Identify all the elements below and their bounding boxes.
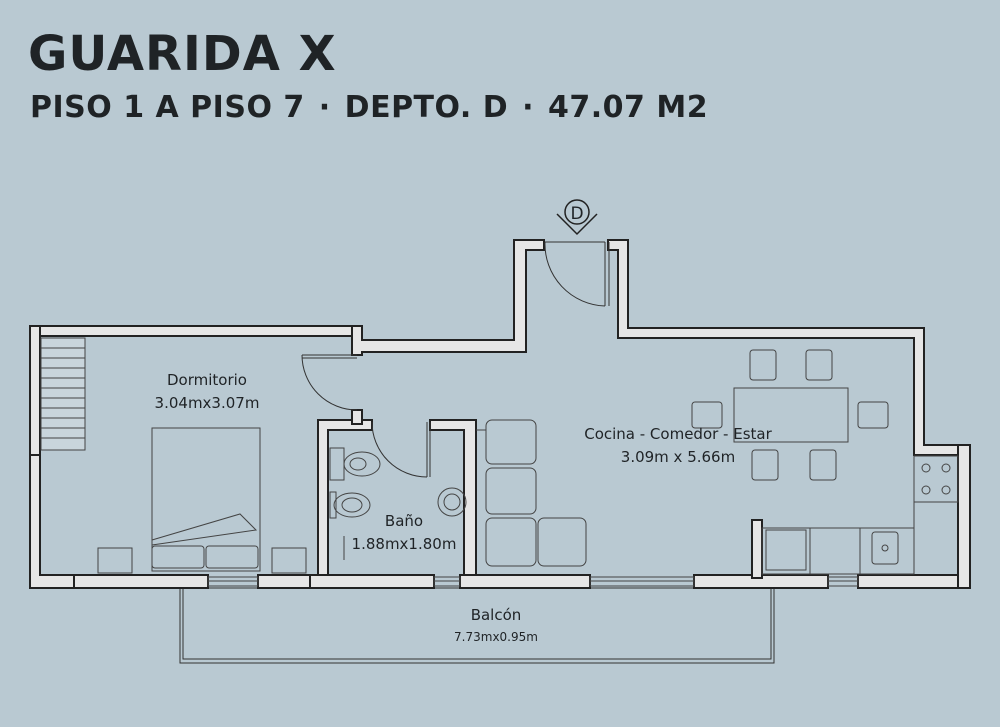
plan-title: GUARIDA X <box>28 26 337 82</box>
entrance-marker: D <box>556 199 598 236</box>
bed <box>40 337 307 574</box>
living-dims: 3.09m x 5.66m <box>621 448 735 466</box>
windows <box>207 576 859 587</box>
entrance-door[interactable] <box>544 241 610 307</box>
bathroom-name: Baño <box>385 512 423 530</box>
bathroom-dims: 1.88mx1.80m <box>352 535 457 553</box>
bedroom-door[interactable] <box>301 354 358 411</box>
balcony-name: Balcón <box>471 606 522 624</box>
bathroom-door[interactable] <box>371 421 431 478</box>
balcony <box>179 587 775 664</box>
plan-subtitle: PISO 1 A PISO 7 · DEPTO. D · 47.07 M2 <box>30 90 708 126</box>
separator: · <box>522 90 535 125</box>
floor-range: PISO 1 A PISO 7 <box>30 90 305 125</box>
lounge-seats <box>476 419 587 567</box>
living-name: Cocina - Comedor - Estar <box>584 425 772 443</box>
bedroom-name: Dormitorio <box>167 371 247 389</box>
dining-set <box>691 349 889 481</box>
entrance-label: D <box>570 204 583 224</box>
exterior-walls <box>29 239 971 589</box>
balcony-dims: 7.73mx0.95m <box>454 630 538 644</box>
separator: · <box>318 90 331 125</box>
unit-name: DEPTO. D <box>344 90 509 125</box>
bedroom-dims: 3.04mx3.07m <box>155 394 260 412</box>
kitchen-counter <box>761 455 959 575</box>
unit-area: 47.07 M2 <box>548 90 709 125</box>
bathroom-fixtures <box>329 447 467 560</box>
